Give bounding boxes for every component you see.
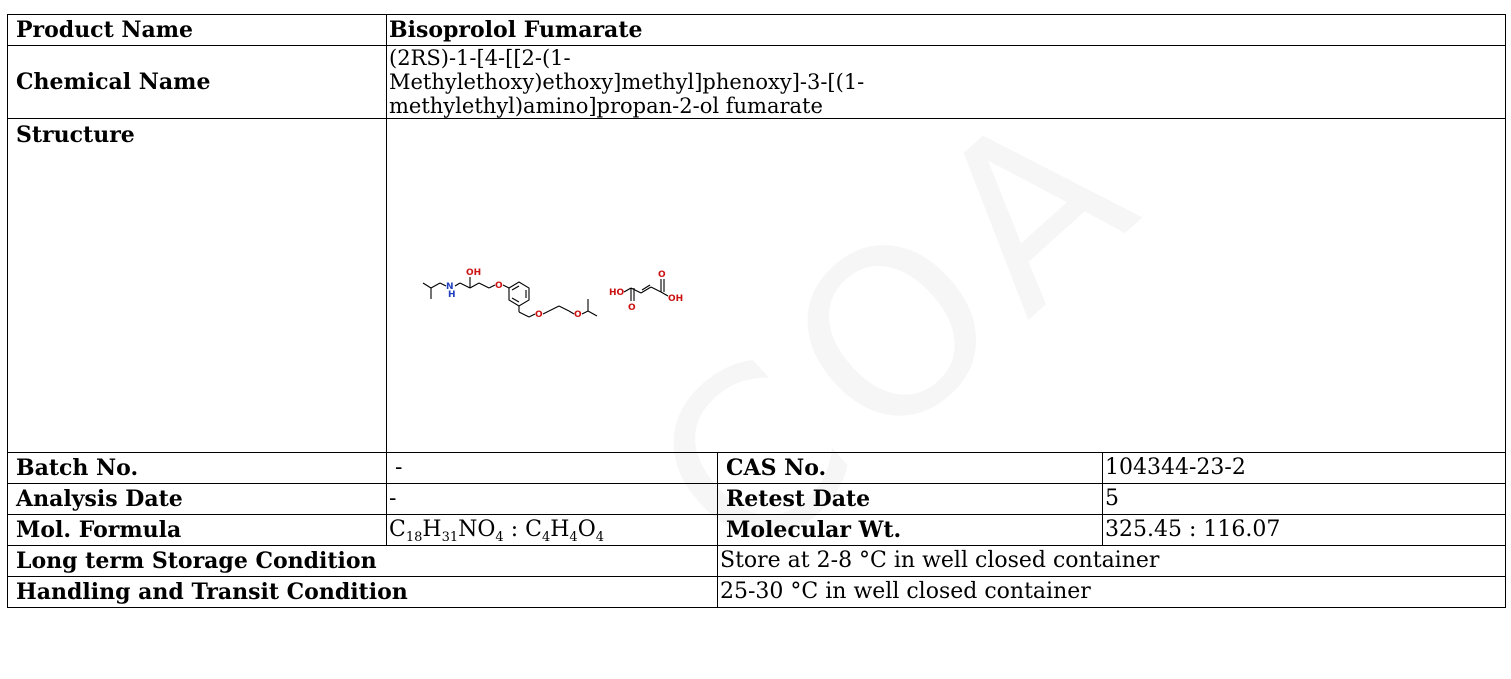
retest-date-label: Retest Date [717,483,1103,515]
formula2-o-count: 4 [595,530,605,545]
row-structure: Structure [7,118,1506,453]
molecule-structure: N H OH O O O HO O O OH [422,268,683,319]
formula-o-count: 4 [495,530,504,545]
row-storage: Long term Storage Condition Store at 2-8… [7,545,1506,577]
structure-cell: N H OH O O O HO O O OH [386,118,1506,453]
coa-table: Product Name Bisoprolol Fumarate Chemica… [7,14,1506,608]
atom-o-1: O [495,281,503,291]
formula-h: H [422,517,442,542]
formula-h-count: 31 [441,530,459,545]
atom-ho: HO [609,288,625,298]
formula-separator: : [503,517,526,542]
batch-no-label: Batch No. [7,452,387,484]
handling-value: 25-30 °C in well closed container [717,576,1506,608]
handling-label: Handling and Transit Condition [7,576,718,608]
product-name-label: Product Name [7,14,387,46]
cas-no-label: CAS No. [717,452,1103,484]
formula2-h-count: 4 [569,530,578,545]
mol-formula-value: C18H31NO4 : C4H4O4 [386,514,718,546]
row-dates: Analysis Date - Retest Date 5 [7,483,1506,515]
atom-o-3: O [574,310,582,319]
row-formula-weight: Mol. Formula C18H31NO4 : C4H4O4 Molecula… [7,514,1506,546]
atom-o-2: O [535,310,543,319]
row-batch-cas: Batch No. - CAS No. 104344-23-2 [7,452,1506,484]
row-product-name: Product Name Bisoprolol Fumarate [7,14,1506,46]
cas-no-value: 104344-23-2 [1102,452,1506,484]
atom-n: N [446,282,454,292]
formula2-c-count: 4 [541,530,551,545]
formula-no: NO [458,517,496,542]
product-name-value: Bisoprolol Fumarate [386,14,1506,46]
atom-oh-1: OH [466,268,481,278]
atom-o-5: O [658,270,666,280]
formula-c-count: 18 [405,530,423,545]
analysis-date-value: - [386,483,718,515]
structure-label: Structure [7,118,387,453]
storage-value: Store at 2-8 °C in well closed container [717,545,1506,577]
structure-image: N H OH O O O HO O O OH [388,120,1505,452]
batch-no-value: - [386,452,718,484]
mol-formula-label: Mol. Formula [7,514,387,546]
row-chemical-name: Chemical Name (2RS)-1-[4-[[2-(1-Methylet… [7,45,1506,119]
formula2-o: O [577,517,596,542]
atom-oh-2: OH [668,294,683,304]
analysis-date-label: Analysis Date [7,483,387,515]
formula2-c: C [525,517,542,542]
formula-c: C [389,517,406,542]
storage-label: Long term Storage Condition [7,545,718,577]
molecular-wt-label: Molecular Wt. [717,514,1103,546]
chemical-name-value: (2RS)-1-[4-[[2-(1-Methylethoxy)ethoxy]me… [386,45,1506,119]
row-handling: Handling and Transit Condition 25-30 °C … [7,576,1506,608]
chemical-name-label: Chemical Name [7,45,387,119]
molecular-wt-value: 325.45 : 116.07 [1102,514,1506,546]
atom-o-4: O [628,303,636,313]
retest-date-value: 5 [1102,483,1506,515]
formula2-h: H [550,517,570,542]
atom-h: H [448,290,456,300]
